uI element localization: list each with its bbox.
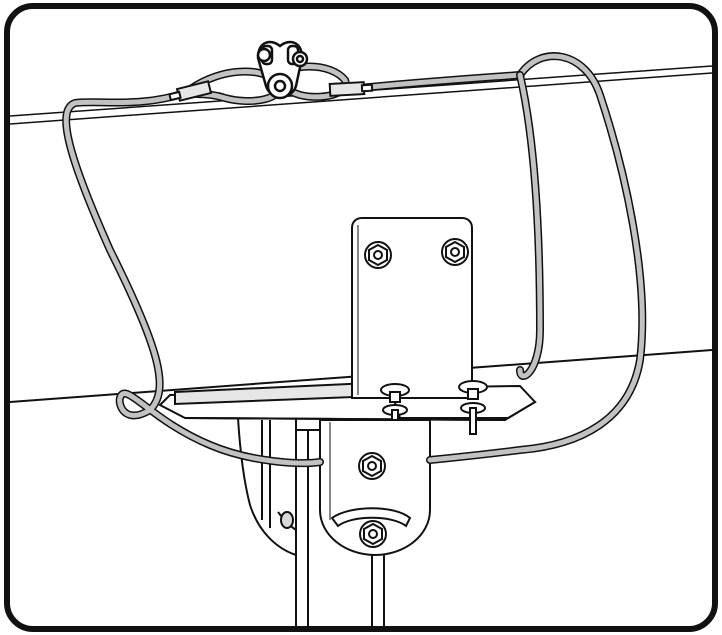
shackle — [256, 40, 309, 100]
base-bracket — [236, 417, 297, 557]
bolt-top-right — [441, 238, 469, 266]
pivot-bracket — [319, 419, 431, 557]
pivot-bolt-upper — [358, 452, 386, 480]
ferrule-right — [328, 81, 374, 97]
pivot-bolt-lower — [359, 520, 387, 548]
bolt-flange-right — [458, 380, 488, 435]
bolt-top-left — [364, 241, 392, 269]
wire-rope-ferrules — [168, 80, 374, 102]
shackle-pin — [291, 50, 309, 68]
clamp-plate — [158, 217, 537, 422]
ferrule-left — [168, 80, 213, 102]
